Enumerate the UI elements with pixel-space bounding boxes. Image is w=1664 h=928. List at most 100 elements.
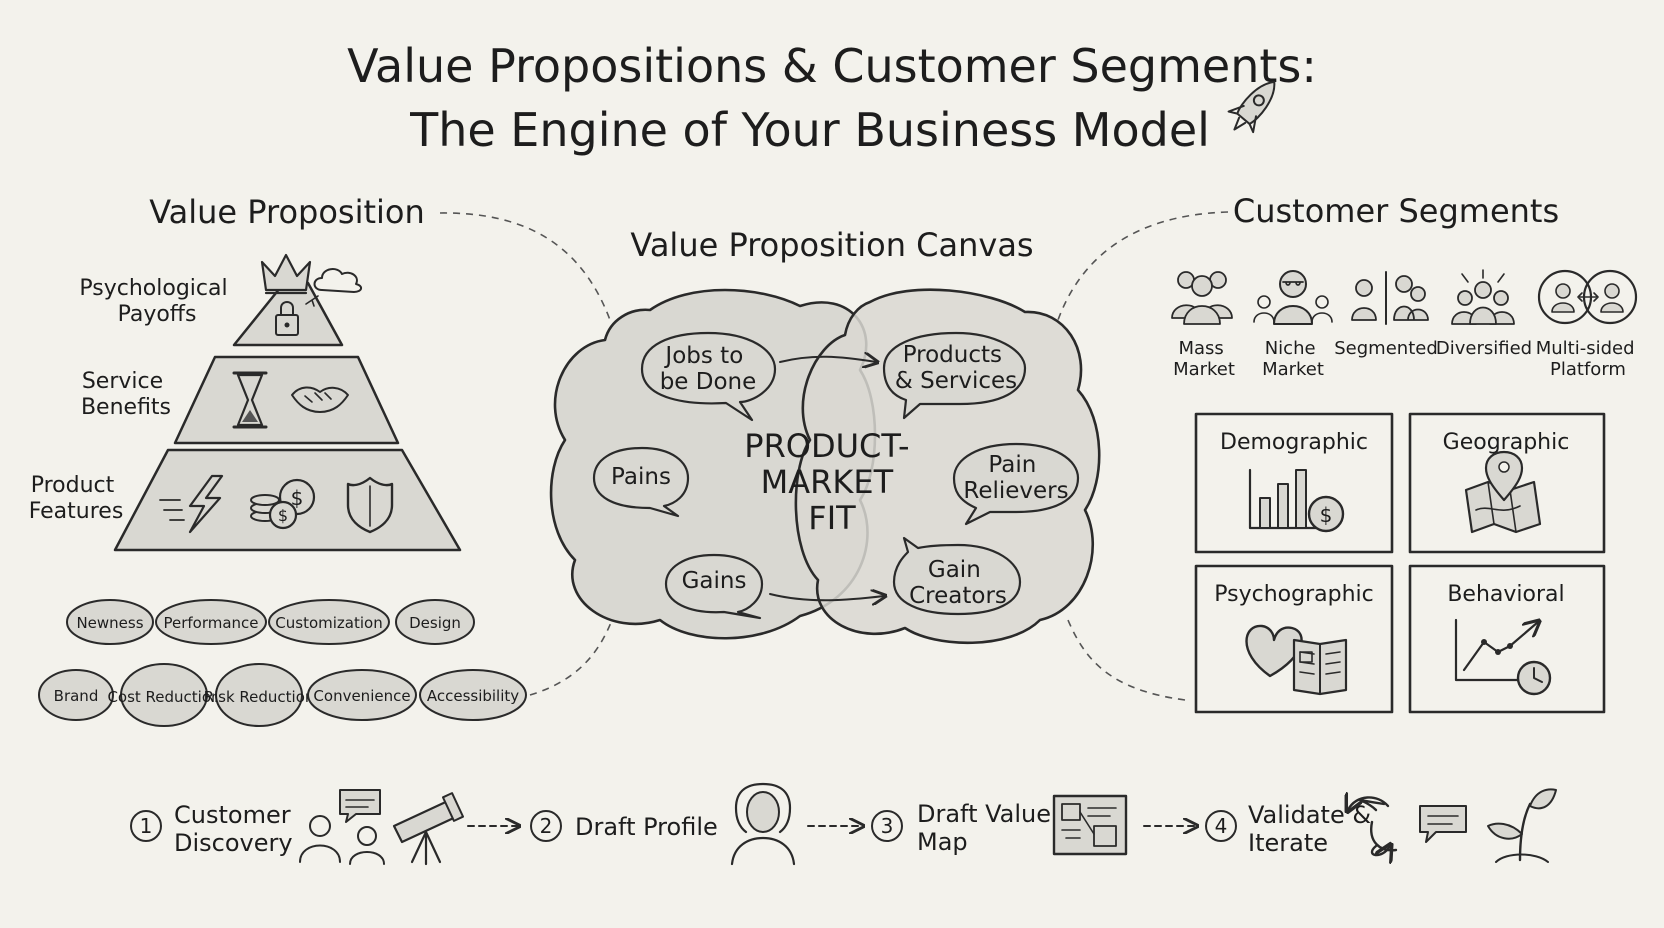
svg-text:Newness: Newness	[76, 614, 143, 632]
segment-type-label-diversified: Diversified	[1436, 338, 1532, 359]
pyramid-tier-middle	[173, 355, 400, 445]
step-validate-iterate: 4 Validate & Iterate	[1205, 788, 1557, 863]
product-market-fit-label: PRODUCT- MARKET FIT	[744, 427, 919, 537]
chat-bubble-icon	[1419, 805, 1467, 843]
handshake-icon	[291, 386, 349, 413]
value-bubble-performance: Performance	[155, 599, 267, 645]
value-bubble-design: Design	[395, 599, 475, 645]
segment-type-label-segmented: Segmented	[1334, 338, 1438, 359]
title-line-2: The Engine of Your Business Model	[409, 103, 1210, 157]
refresh-cycle-icon	[1348, 797, 1398, 855]
value-bubble-convenience: Convenience	[307, 669, 417, 721]
canvas-cloud-left	[549, 288, 877, 640]
svg-text:Jobs to be Done: Jobs to be Done	[660, 343, 757, 395]
canvas-heading: Value Proposition Canvas	[630, 226, 1033, 264]
svg-text:$: $	[291, 486, 304, 510]
svg-text:Cost Reduction: Cost Reduction	[107, 688, 220, 706]
gains-to-creators-arrow	[769, 594, 884, 600]
customer-segments-section: Customer Segments Mass Market Niche Mark…	[1171, 192, 1641, 714]
step-number: 4	[1215, 814, 1228, 838]
telescope-icon	[392, 792, 465, 866]
step-number: 2	[540, 814, 553, 838]
grid-cell-behavioral	[1408, 564, 1606, 714]
tier-label-service-benefits: Service Benefits	[81, 369, 171, 420]
pains-bubble: Pains	[592, 446, 690, 518]
segment-type-label-mass-market: Mass Market	[1173, 338, 1235, 380]
grid-cell-demographic	[1194, 412, 1394, 554]
lightning-icon	[159, 474, 224, 534]
diversified-group-icon	[1451, 269, 1515, 325]
step-label: Validate & Iterate	[1248, 801, 1379, 857]
svg-text:Performance: Performance	[163, 614, 258, 632]
process-steps: 1 Customer Discovery 2	[130, 782, 1557, 866]
svg-text:Customization: Customization	[275, 614, 382, 632]
crown-icon	[260, 253, 312, 295]
heart-book-icon	[1245, 624, 1348, 696]
segmentation-grid: Demographic Geographic Psychographic Beh…	[1194, 412, 1606, 714]
niche-group-icon	[1253, 270, 1333, 325]
grid-label-behavioral: Behavioral	[1447, 582, 1564, 607]
grid-label-psychographic: Psychographic	[1214, 582, 1373, 607]
grid-cell-psychographic	[1194, 564, 1394, 714]
map-pin-icon	[1464, 450, 1542, 534]
tier-label-psychological-payoffs: Psychological Payoffs	[79, 276, 234, 327]
value-proposition-canvas: Value Proposition Canvas PRODUCT- MARKET…	[549, 226, 1101, 645]
svg-text:$: $	[278, 506, 288, 525]
value-proposition-section: Value Proposition Psychological Payoffs …	[29, 193, 527, 727]
value-bubble-brand: Brand	[38, 669, 114, 721]
gains-bubble: Gains	[664, 553, 764, 620]
svg-text:$: $	[1320, 503, 1333, 527]
bar-chart-dollar-icon: $	[1248, 468, 1345, 533]
step-number: 1	[140, 814, 153, 838]
value-proposition-heading: Value Proposition	[149, 193, 425, 231]
tier-label-product-features: Product Features	[29, 473, 124, 524]
step-label: Customer Discovery	[174, 801, 298, 857]
sprout-icon	[1487, 788, 1557, 863]
cloud-icon	[313, 268, 362, 293]
value-bubble-cost-reduction: Cost Reduction	[107, 663, 221, 727]
grid-cell-geographic	[1408, 412, 1606, 554]
step-label: Draft Profile	[575, 813, 718, 841]
hourglass-icon	[232, 371, 268, 429]
segmented-group-icon	[1351, 271, 1429, 325]
value-bubble-risk-reduction: Risk Reduction	[204, 663, 315, 727]
trend-clock-icon	[1454, 620, 1552, 696]
crowd-icon	[1171, 271, 1233, 325]
segment-type-label-niche-market: Niche Market	[1262, 338, 1324, 380]
gain-creators-bubble: Gain Creators	[892, 536, 1022, 616]
step-draft-value-map: 3 Draft Value Map	[871, 794, 1128, 856]
grid-label-demographic: Demographic	[1220, 430, 1368, 455]
svg-text:Gain Creators: Gain Creators	[909, 557, 1007, 609]
products-services-bubble: Products & Services	[882, 331, 1027, 420]
segment-type-label-multi-sided-platform: Multi-sided Platform	[1536, 338, 1641, 380]
svg-text:Gains: Gains	[682, 568, 747, 594]
svg-text:Convenience: Convenience	[313, 687, 410, 705]
discussion-people-icon	[299, 789, 385, 865]
title: Value Propositions & Customer Segments: …	[347, 39, 1317, 157]
multi-sided-platform-icon	[1537, 269, 1638, 325]
padlock-icon	[275, 295, 319, 336]
customer-segments-heading: Customer Segments	[1233, 192, 1559, 230]
jobs-to-products-arrow	[779, 357, 876, 362]
svg-text:Pain Relievers: Pain Relievers	[963, 452, 1068, 504]
step-customer-discovery: 1 Customer Discovery	[130, 789, 465, 866]
svg-text:Pains: Pains	[611, 464, 671, 490]
title-line-1: Value Propositions & Customer Segments:	[347, 39, 1317, 93]
dashed-connectors	[439, 211, 1229, 701]
svg-text:Design: Design	[409, 614, 461, 632]
value-bubble-newness: Newness	[66, 599, 154, 645]
coins-icon: $ $	[250, 478, 316, 530]
value-bubble-accessibility: Accessibility	[419, 669, 527, 721]
value-map-board-icon	[1052, 794, 1128, 856]
rocket-icon	[1227, 81, 1276, 134]
jobs-to-be-done-bubble: Jobs to be Done	[640, 331, 777, 422]
step-draft-profile: 2 Draft Profile	[530, 782, 796, 866]
svg-text:Risk Reduction: Risk Reduction	[204, 688, 315, 706]
svg-text:Accessibility: Accessibility	[427, 687, 519, 705]
step-label: Draft Value Map	[917, 800, 1059, 856]
svg-text:Brand: Brand	[54, 687, 99, 705]
pain-relievers-bubble: Pain Relievers	[952, 442, 1080, 526]
person-profile-icon	[730, 782, 796, 866]
grid-label-geographic: Geographic	[1443, 430, 1570, 455]
